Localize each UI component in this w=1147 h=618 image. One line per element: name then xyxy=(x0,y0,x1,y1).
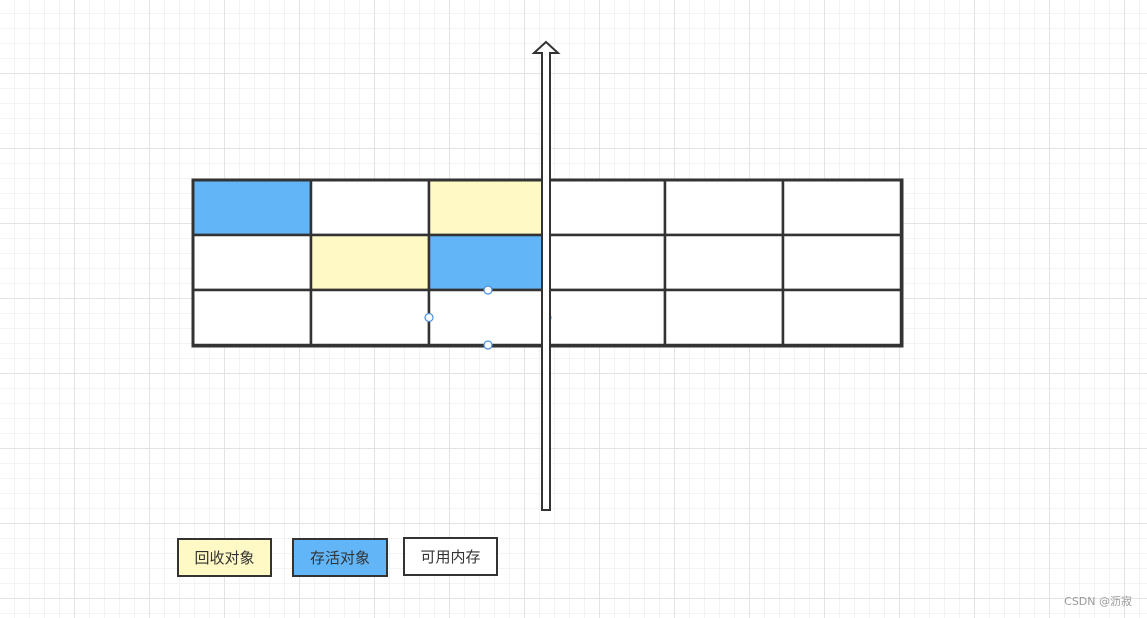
memory-cell-free xyxy=(545,233,667,292)
memory-cell-free xyxy=(781,178,903,237)
memory-cell-reclaim xyxy=(309,233,431,292)
legend-free-memory: 可用内存 xyxy=(403,537,498,576)
divider-arrow-icon xyxy=(531,40,561,511)
selection-handle-left[interactable] xyxy=(424,312,434,323)
legend-reclaim-objects: 回收对象 xyxy=(177,538,272,577)
memory-cell-alive xyxy=(191,178,313,237)
memory-cell-free xyxy=(545,288,667,347)
watermark: CSDN @沥寂 xyxy=(1064,595,1132,608)
legend-free-label: 可用内存 xyxy=(420,548,481,566)
legend-alive-label: 存活对象 xyxy=(309,549,370,567)
legend-alive-objects: 存活对象 xyxy=(292,538,388,577)
memory-cell-free xyxy=(663,288,785,347)
memory-cell-free xyxy=(191,288,313,347)
selection-handle-top[interactable] xyxy=(483,285,493,295)
memory-cell-free xyxy=(781,288,903,347)
legend-reclaim-label: 回收对象 xyxy=(194,549,255,567)
memory-cell-free xyxy=(663,233,785,292)
memory-cell-free xyxy=(427,288,549,347)
memory-cell-free xyxy=(191,233,313,292)
memory-cell-free xyxy=(663,178,785,237)
selection-handle-bottom[interactable] xyxy=(483,340,493,350)
memory-cell-free xyxy=(781,233,903,292)
memory-cell-free xyxy=(545,178,667,237)
memory-cell-alive xyxy=(427,233,549,292)
memory-cell-free xyxy=(309,178,431,237)
memory-cell-free xyxy=(309,288,431,347)
memory-cell-reclaim xyxy=(427,178,549,237)
